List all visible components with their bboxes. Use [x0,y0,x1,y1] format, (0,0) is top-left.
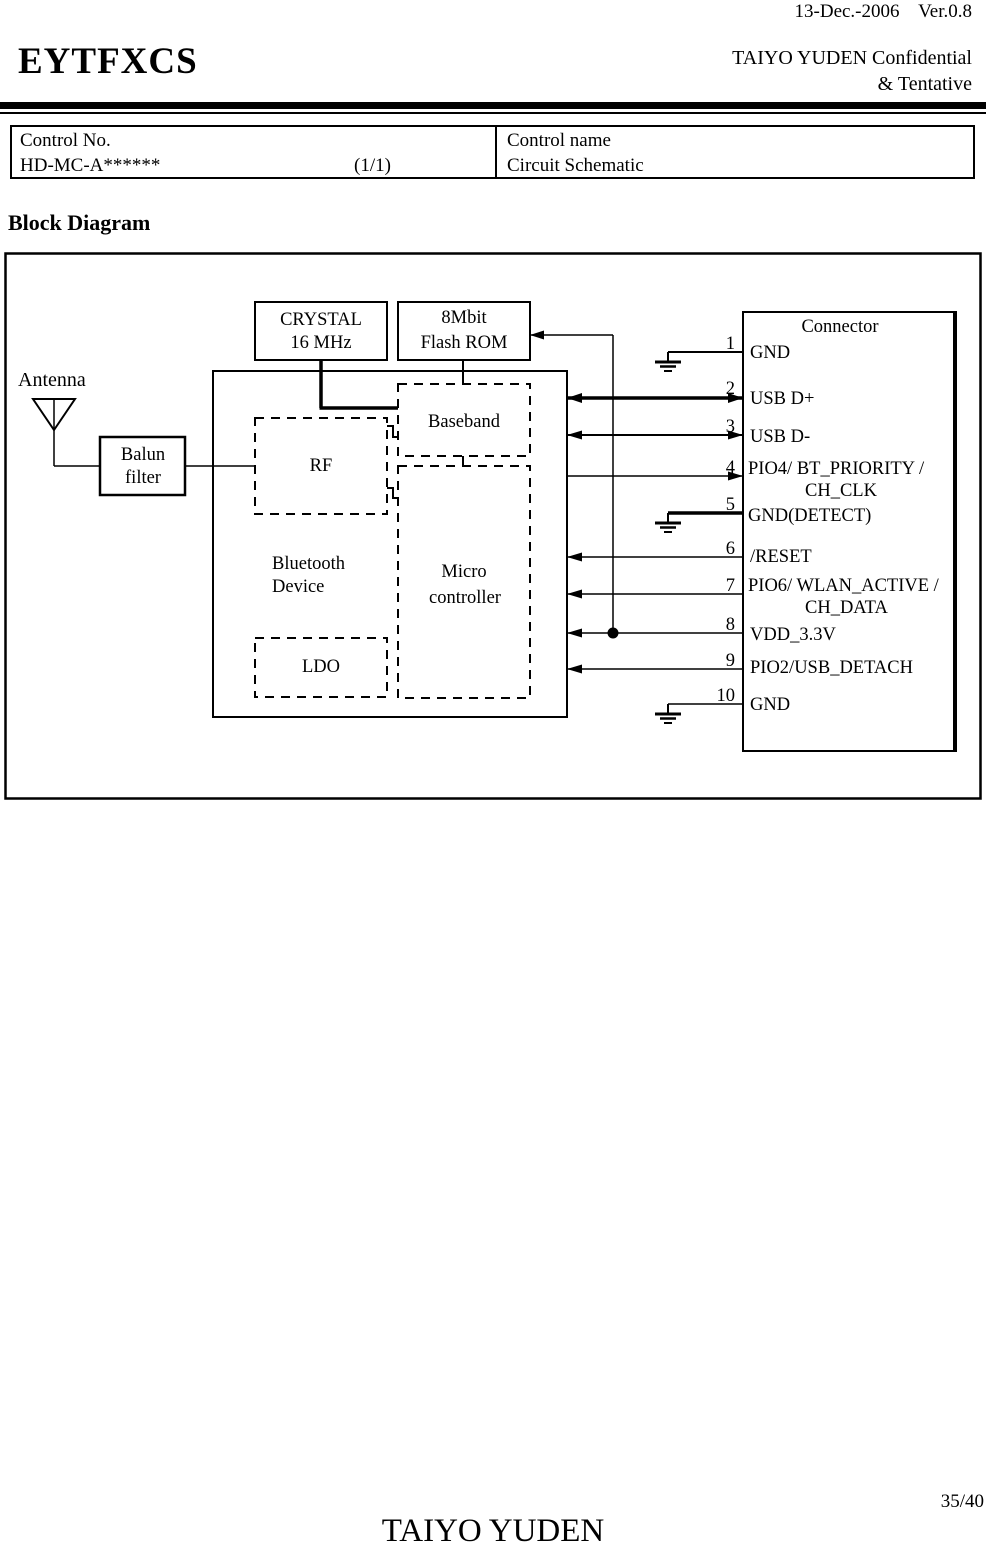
page-number: 35/40 [940,1491,984,1512]
confidential-line2: & Tentative [877,73,972,95]
pin-4: 4 PIO4/ BT_PRIORITY / CH_CLK [567,458,925,501]
ground-icon-1 [655,352,681,372]
control-name-cell: Control name Circuit Schematic [499,127,973,177]
pin-label-2: USB D+ [750,389,814,409]
pin-6: 6 /RESET [567,539,812,567]
arrowhead-left-2 [567,393,582,403]
flash-rom-block: 8Mbit Flash ROM [397,301,531,361]
control-no-label: Control No. [20,130,111,151]
baseband-block: Baseband [397,383,531,457]
pin-number-5: 5 [726,495,735,515]
crystal-label-2: 16 MHz [290,333,351,353]
pin-3: 3 USB D- [567,417,810,447]
pin-number-4: 4 [726,458,735,478]
arrowhead-right-2 [728,393,743,403]
control-no-cell: Control No. HD-MC-A****** (1/1) [12,127,497,177]
arrowhead-right-3 [728,430,743,440]
control-table: Control No. HD-MC-A****** (1/1) Control … [10,125,975,179]
arrowhead-left-7 [567,589,582,599]
crystal-label-1: CRYSTAL [280,310,362,330]
rf-micro-jog [387,487,398,499]
arrowhead-left-9 [567,664,582,674]
flash-label-2: Flash ROM [421,333,508,353]
company-logo-text: TAIYO YUDEN [381,1513,605,1549]
pin-1: 1 GND [655,334,790,372]
microcontroller-block: Micro controller [397,465,531,699]
pin-number-3: 3 [726,417,735,437]
pin-9: 9 PIO2/USB_DETACH [567,651,913,678]
pin-number-1: 1 [726,334,735,354]
pin-label-6: /RESET [750,547,812,567]
ldo-label: LDO [302,657,340,677]
flash-label-1: 8Mbit [441,308,487,328]
arrowhead-left-6 [567,552,582,562]
diagram-frame [4,252,982,800]
pin-10: 10 GND [655,686,790,724]
arrowhead-right-4 [728,471,743,481]
micro-label-1: Micro [441,562,486,582]
pin-2: 2 USB D+ [567,379,814,409]
product-code-title: EYTFXCS [18,41,198,82]
balun-label-1: Balun [121,445,165,465]
confidential-line1: TAIYO YUDEN Confidential [732,47,972,69]
rf-block: RF [254,417,388,515]
pin-label-4: PIO4/ BT_PRIORITY / [748,459,925,479]
pin-number-10: 10 [717,686,736,706]
pin-label-9: PIO2/USB_DETACH [750,658,913,678]
pin-number-6: 6 [726,539,735,559]
connector-title: Connector [801,317,878,337]
pin-7: 7 PIO6/ WLAN_ACTIVE / CH_DATA [567,576,940,618]
bluetooth-device-block: Bluetooth Device [212,370,568,718]
pin-label-8: VDD_3.3V [750,625,836,645]
date-version: 13-Dec.-2006 Ver.0.8 [794,1,972,22]
pin-label-1: GND [750,343,790,363]
device-label-1: Bluetooth [272,554,345,574]
page-fraction: (1/1) [354,155,391,176]
control-name-label: Control name [507,130,611,151]
header-rule-thick [0,102,986,109]
connector-block: Connector [742,311,957,752]
pin-number-7: 7 [726,576,735,596]
antenna-icon [31,398,100,467]
confidential-note: TAIYO YUDEN Confidential & Tentative [732,45,972,97]
micro-label-2: controller [429,588,501,608]
arrowhead-left-3 [567,430,582,440]
antenna-label: Antenna [18,369,86,391]
pin-5: 5 GND(DETECT) [655,495,871,533]
baseband-label: Baseband [428,412,501,432]
pin-label-7: PIO6/ WLAN_ACTIVE / [748,576,940,596]
pin-label-10: GND [750,695,790,715]
pin-label-3: USB D- [750,427,810,447]
pin-label-7b: CH_DATA [805,598,888,618]
pin-label-4b: CH_CLK [805,481,878,501]
rf-baseband-jog [387,425,398,438]
section-title: Block Diagram [8,210,151,235]
pin-number-2: 2 [726,379,735,399]
pin-label-5: GND(DETECT) [748,506,871,526]
balun-label-2: filter [125,468,161,488]
rf-label: RF [310,456,333,476]
ground-icon-5 [655,513,681,533]
block-diagram: Antenna Balun filter CRYSTAL 16 MHz 8Mbi… [4,252,982,805]
ground-icon-10 [655,704,681,724]
block-diagram-svg: Antenna Balun filter CRYSTAL 16 MHz 8Mbi… [4,252,982,800]
ldo-block: LDO [254,637,388,698]
control-name-value: Circuit Schematic [507,155,644,176]
pin-8: 8 VDD_3.3V [567,615,836,645]
crystal-block: CRYSTAL 16 MHz [254,301,388,361]
balun-filter-block: Balun filter [98,435,187,497]
device-label-2: Device [272,577,324,597]
control-no-value: HD-MC-A****** [20,155,161,176]
vdd-flash-wire [530,330,619,639]
header-rule-thin [0,112,986,114]
arrowhead-left-flash [530,330,544,340]
pin-number-9: 9 [726,651,735,671]
pin-number-8: 8 [726,615,735,635]
arrowhead-left-8 [567,628,582,638]
